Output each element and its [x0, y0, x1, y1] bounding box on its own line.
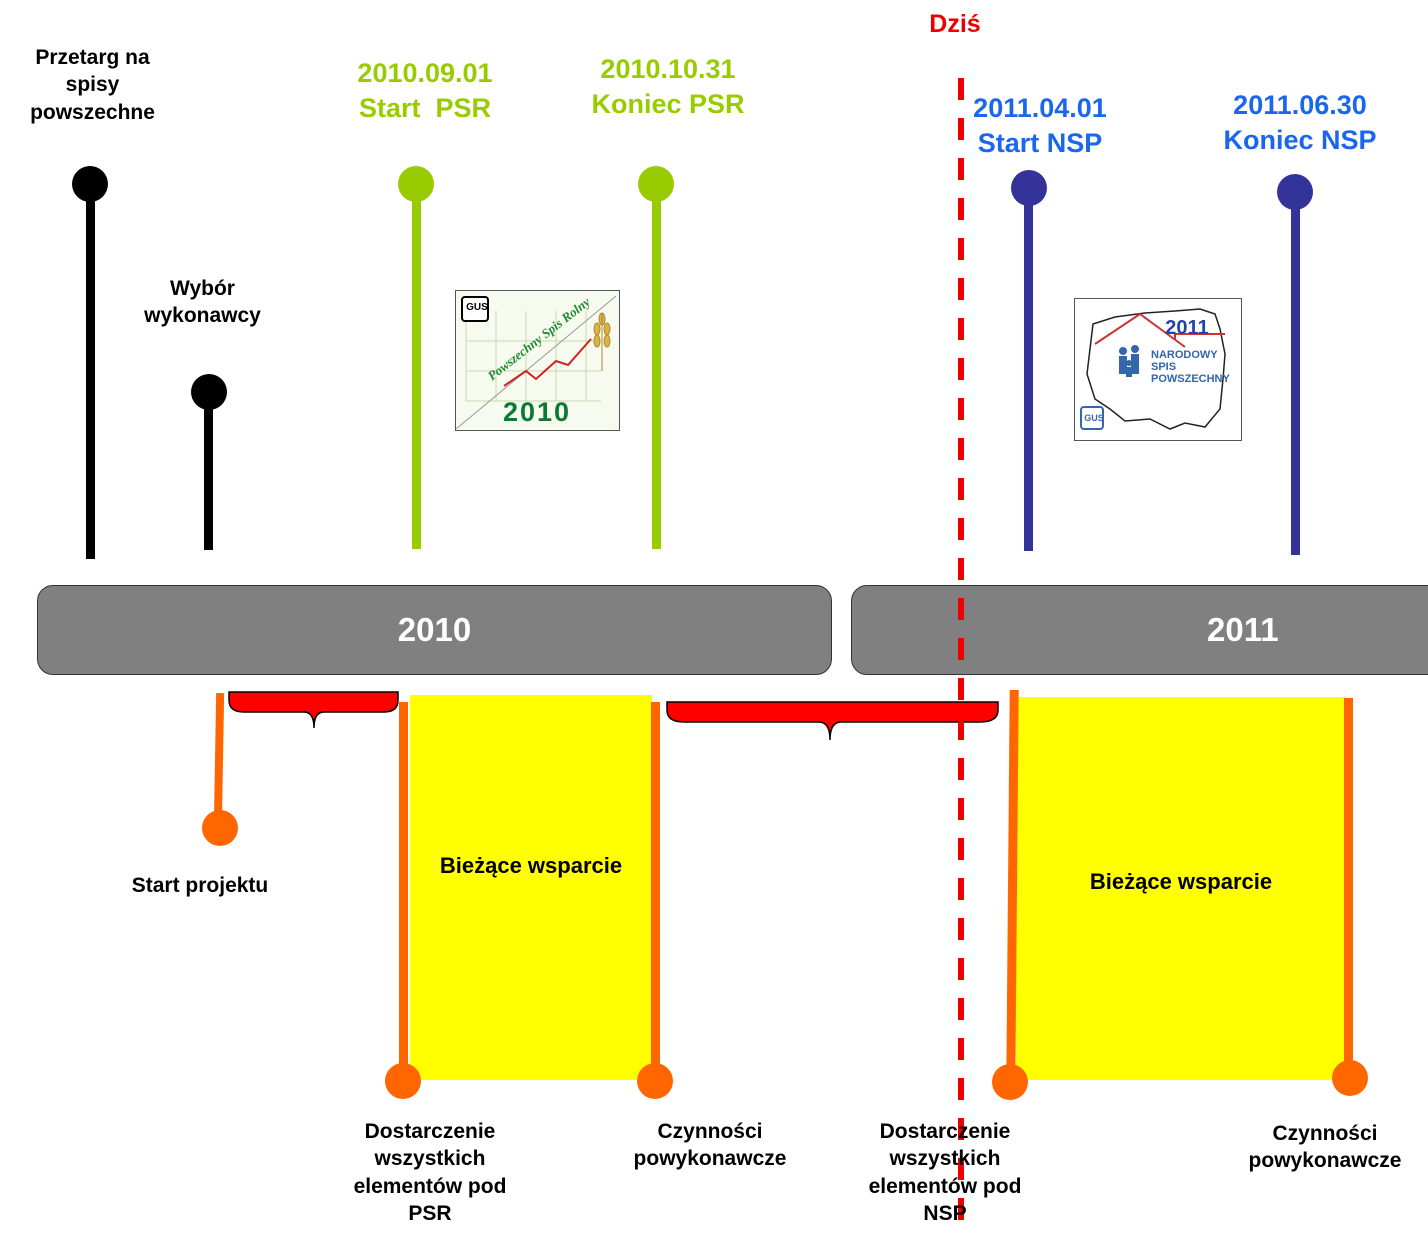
- milestone-dot-contractor-selection: [191, 374, 227, 410]
- nsp-logo-graphic: [1080, 308, 1226, 430]
- milestone-stem-psr-delivery: [399, 702, 408, 1082]
- nsp-logo-line1: NARODOWY: [1151, 349, 1218, 361]
- milestone-label-contractor-selection: Wybór wykonawcy: [144, 277, 261, 328]
- milestone-label-nsp-closing: Czynności powykonawcze: [1248, 1122, 1402, 1173]
- milestone-stem-contractor-selection: [204, 392, 213, 550]
- year-label-2010: 2010: [397, 611, 472, 648]
- milestone-stem-psr-start: [412, 186, 421, 549]
- support-period-nsp: Bieżące wsparcie: [1016, 697, 1346, 1080]
- nsp-logo-brand: GUS: [1084, 413, 1104, 423]
- support-period-psr-label: Bieżące wsparcie: [439, 853, 623, 878]
- milestone-label-tender: Przetarg na spisy powszechne: [30, 46, 155, 124]
- milestone-stem-tender: [86, 186, 95, 559]
- milestone-dot-nsp-end: [1277, 174, 1313, 210]
- year-bar-2011: 2011: [851, 585, 1428, 675]
- milestone-label-nsp-start: 2011.04.01 Start NSP: [973, 93, 1107, 159]
- support-period-nsp-label: Bieżące wsparcie: [1089, 869, 1273, 894]
- year-label-2011: 2011: [1207, 611, 1279, 648]
- today-line: [958, 78, 964, 1228]
- support-period-psr: Bieżące wsparcie: [410, 695, 652, 1080]
- milestone-dot-psr-closing: [637, 1063, 673, 1099]
- milestone-label-psr-start: 2010.09.01 Start PSR: [357, 58, 493, 124]
- psr-logo-year: 2010: [502, 397, 572, 427]
- milestone-dot-nsp-closing: [1332, 1060, 1368, 1096]
- milestone-stem-nsp-start: [1024, 188, 1033, 551]
- milestone-stem-psr-end: [652, 186, 661, 549]
- gap-brace-2: [666, 701, 999, 741]
- milestone-label-project-start: Start projektu: [131, 874, 269, 897]
- milestone-stem-psr-closing: [651, 702, 660, 1082]
- milestone-dot-psr-delivery: [385, 1063, 421, 1099]
- milestone-dot-psr-start: [398, 166, 434, 202]
- milestone-dot-psr-end: [638, 166, 674, 202]
- psr-logo: GUS Powszechny Spis Rolny 2010: [455, 290, 620, 431]
- milestone-dot-project-start: [202, 810, 238, 846]
- today-label: Dziś: [929, 10, 981, 38]
- milestone-dot-nsp-delivery: [992, 1064, 1028, 1100]
- milestone-label-nsp-delivery: Dostarczenie wszystkich elementów pod NS…: [868, 1120, 1022, 1225]
- year-bar-2010: 2010: [37, 585, 832, 675]
- milestone-dot-tender: [72, 166, 108, 202]
- milestone-stem-nsp-closing: [1344, 698, 1353, 1078]
- nsp-logo-year: 2011: [1165, 317, 1209, 339]
- nsp-logo: 2011 NARODOWY SPIS POWSZECHNY GUS: [1074, 298, 1242, 441]
- gap-brace-1: [228, 691, 399, 729]
- nsp-logo-line3: POWSZECHNY: [1151, 373, 1230, 385]
- milestone-label-psr-end: 2010.10.31 Koniec PSR: [591, 54, 745, 120]
- milestone-stem-project-start: [213, 692, 225, 828]
- psr-logo-graphic: [455, 295, 617, 430]
- milestone-stem-nsp-end: [1291, 192, 1300, 555]
- psr-logo-brand: GUS: [466, 302, 488, 313]
- milestone-dot-nsp-start: [1011, 170, 1047, 206]
- nsp-logo-line2: SPIS: [1151, 361, 1177, 373]
- milestone-label-nsp-end: 2011.06.30 Koniec NSP: [1223, 90, 1377, 156]
- milestone-label-psr-closing: Czynności powykonawcze: [633, 1120, 787, 1171]
- milestone-label-psr-delivery: Dostarczenie wszystkich elementów pod PS…: [353, 1120, 507, 1225]
